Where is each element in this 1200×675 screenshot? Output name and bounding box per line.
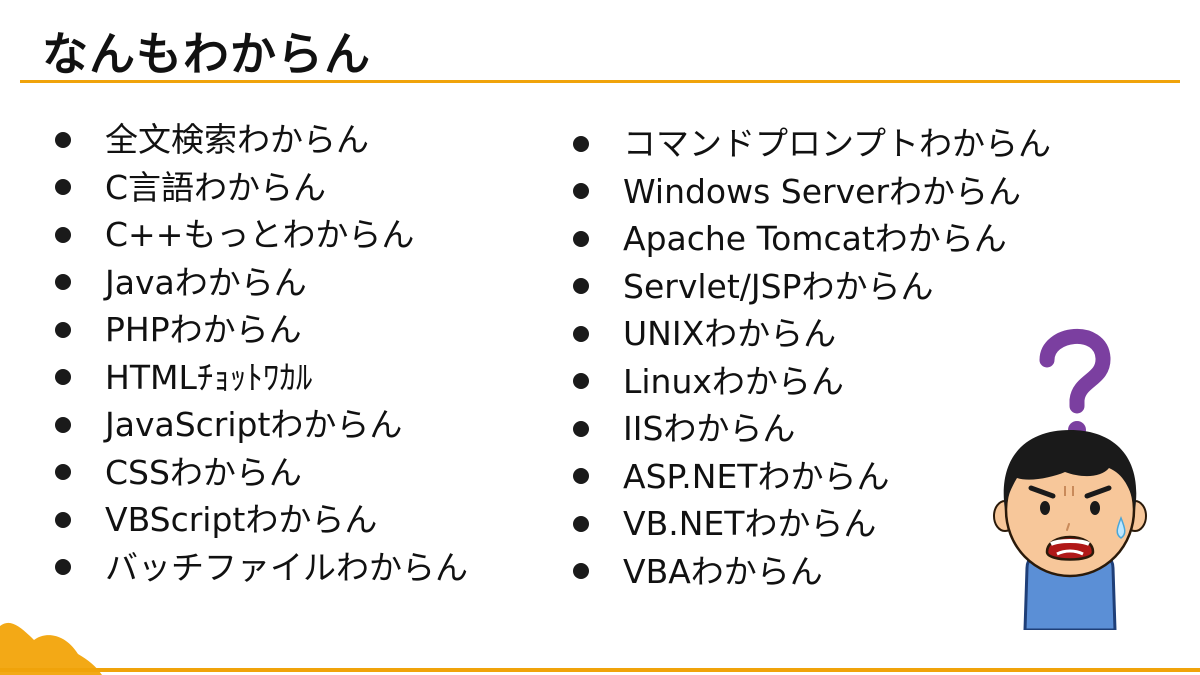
list-item-label: バッチファイルわからん — [105, 547, 468, 587]
list-item-label: Apache Tomcatわからん — [623, 219, 1007, 258]
bullet-icon — [55, 131, 71, 148]
list-item: C++もっとわからん — [55, 211, 468, 259]
list-item: Javaわからん — [55, 259, 468, 307]
bullet-icon — [573, 373, 589, 390]
bullet-icon — [573, 468, 589, 485]
list-item: CSSわからん — [55, 449, 468, 497]
list-item-label: UNIXわからん — [623, 314, 837, 353]
list-item: コマンドプロンプトわからん — [573, 120, 1051, 168]
list-item-label: VBAわからん — [623, 551, 823, 591]
list-item: JavaScriptわからん — [55, 401, 468, 449]
list-item: Linuxわからん — [573, 358, 1051, 406]
bullet-icon — [55, 274, 71, 291]
list-item-label: Linuxわからん — [623, 361, 844, 401]
list-item-label: VBScriptわからん — [105, 500, 378, 539]
bullet-icon — [573, 563, 589, 580]
list-item-label: 全文検索わからん — [105, 120, 369, 159]
list-item: VB.NETわからん — [573, 500, 1051, 548]
list-item: UNIXわからん — [573, 310, 1051, 358]
list-item-label: Windows Serverわからん — [623, 171, 1022, 211]
list-item: C言語わからん — [55, 164, 468, 212]
list-item: バッチファイルわからん — [55, 544, 468, 592]
list-item-label: PHPわからん — [105, 310, 302, 349]
bullet-icon — [573, 325, 589, 342]
bullet-icon — [55, 464, 71, 481]
question-mark-icon — [1039, 328, 1111, 439]
bullet-icon — [573, 183, 589, 200]
list-item: VBScriptわからん — [55, 496, 468, 544]
list-item-label: Servlet/JSPわからん — [623, 266, 934, 306]
bullet-icon — [573, 135, 589, 152]
bullet-icon — [55, 321, 71, 338]
bullet-icon — [573, 230, 589, 247]
list-item: VBAわからん — [573, 548, 1051, 596]
list-item-label: Javaわからん — [105, 262, 307, 302]
bullet-icon — [55, 511, 71, 528]
bullet-icon — [573, 278, 589, 295]
list-item: Servlet/JSPわからん — [573, 263, 1051, 311]
bullet-icon — [55, 559, 71, 576]
bullet-icon — [55, 369, 71, 386]
list-item: 全文検索わからん — [55, 116, 468, 164]
list-item-label: C言語わからん — [105, 167, 327, 207]
list-item-label: C++もっとわからん — [105, 215, 415, 254]
footer-line — [0, 668, 1200, 672]
list-item: Apache Tomcatわからん — [573, 215, 1051, 263]
list-item-label: ASP.NETわからん — [623, 456, 890, 496]
list-item-label: HTMLﾁｮｯﾄﾜｶﾙ — [105, 357, 313, 397]
list-item-label: IISわからん — [623, 409, 796, 448]
list-item: ASP.NETわからん — [573, 453, 1051, 501]
bullet-icon — [55, 179, 71, 196]
corner-wave-decoration — [0, 622, 102, 675]
confused-person-question-mark-icon — [993, 328, 1147, 630]
bullet-icon — [55, 416, 71, 433]
right-bullet-list: コマンドプロンプトわからん Windows Serverわからん Apache … — [573, 120, 1051, 595]
list-item: Windows Serverわからん — [573, 168, 1051, 216]
list-item: HTMLﾁｮｯﾄﾜｶﾙ — [55, 354, 468, 402]
list-item-label: JavaScriptわからん — [105, 405, 403, 444]
title-underline — [20, 80, 1180, 83]
bullet-icon — [573, 515, 589, 532]
list-item-label: コマンドプロンプトわからん — [623, 124, 1052, 163]
list-item: PHPわからん — [55, 306, 468, 354]
list-item-label: CSSわからん — [105, 452, 302, 492]
bullet-icon — [573, 420, 589, 437]
list-item-label: VB.NETわからん — [623, 504, 877, 543]
slide-title: なんもわからん — [42, 27, 371, 81]
bullet-icon — [55, 226, 71, 243]
left-bullet-list: 全文検索わからん C言語わからん C++もっとわからん Javaわからん PHP… — [55, 116, 468, 591]
list-item: IISわからん — [573, 405, 1051, 453]
